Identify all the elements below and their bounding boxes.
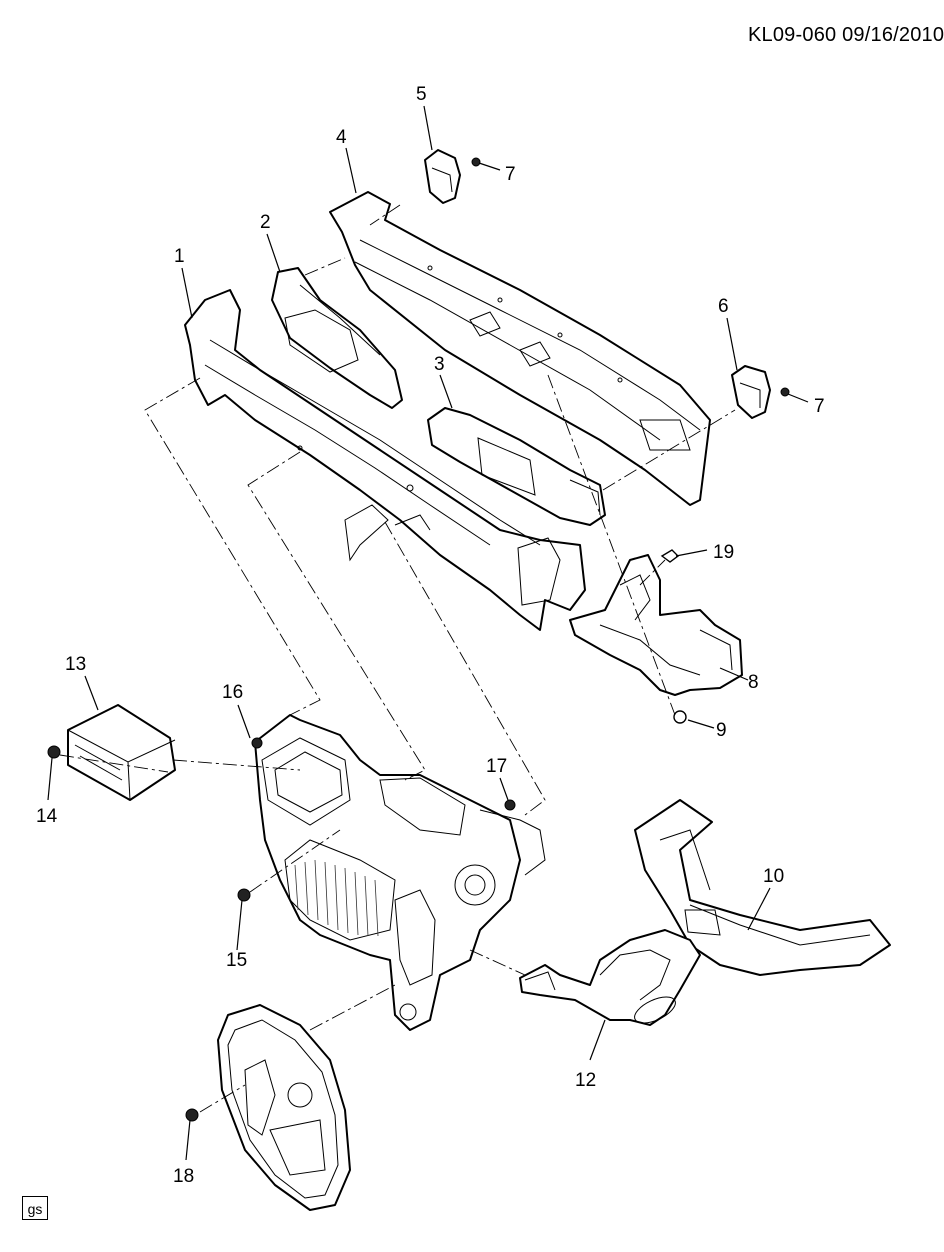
- hvac-module: [254, 714, 546, 1031]
- part-16-fastener: [251, 737, 263, 749]
- diagram-id-date: KL09-060 09/16/2010: [748, 24, 944, 46]
- part-9-nut: [673, 710, 687, 724]
- part-4-upper-beam: [329, 191, 711, 506]
- callout-4: 4: [336, 127, 347, 148]
- callout-5: 5: [416, 84, 427, 105]
- callout-13: 13: [65, 654, 86, 675]
- callout-2: 2: [260, 212, 271, 233]
- part-7-screw-b: [780, 387, 809, 403]
- callout-9: 9: [716, 720, 727, 741]
- callout-14: 14: [36, 806, 58, 827]
- part-12-floor-duct: [519, 929, 701, 1026]
- callout-8: 8: [748, 672, 759, 693]
- callout-18: 18: [173, 1166, 194, 1187]
- part-18-panel: [217, 1004, 351, 1211]
- part-3-duct: [427, 407, 606, 526]
- callout-3: 3: [434, 354, 445, 375]
- part-13-filter-box: [67, 704, 176, 801]
- callout-7b: 7: [814, 396, 825, 417]
- part-18-fastener: [185, 1108, 199, 1122]
- callout-7a: 7: [505, 164, 516, 185]
- callout-1: 1: [174, 246, 185, 267]
- callout-17: 17: [486, 756, 507, 777]
- part-6-bracket: [731, 365, 771, 419]
- assembly-lines: [59, 204, 736, 1113]
- callout-labels: 1 2 3 4 5 6 7 7 8 9 10 12 13 14 15 16 17…: [36, 84, 825, 1187]
- callout-16: 16: [222, 682, 243, 703]
- part-7-screw-a: [471, 157, 501, 171]
- part-14-fastener: [47, 745, 61, 759]
- callout-10: 10: [763, 866, 784, 887]
- part-10-outlet-duct: [634, 799, 891, 976]
- part-15-fastener: [237, 888, 251, 902]
- callout-12: 12: [575, 1070, 596, 1091]
- part-2-duct: [271, 267, 403, 409]
- part-17-fastener: [504, 799, 516, 811]
- part-5-bracket: [424, 149, 461, 204]
- callout-15: 15: [226, 950, 247, 971]
- callout-6: 6: [718, 296, 729, 317]
- callout-19: 19: [713, 542, 734, 563]
- part-8-lower-duct: [569, 554, 743, 696]
- source-badge: gs: [22, 1196, 48, 1220]
- part-1-lower-beam: [184, 289, 586, 631]
- leader-lines: [47, 105, 771, 1161]
